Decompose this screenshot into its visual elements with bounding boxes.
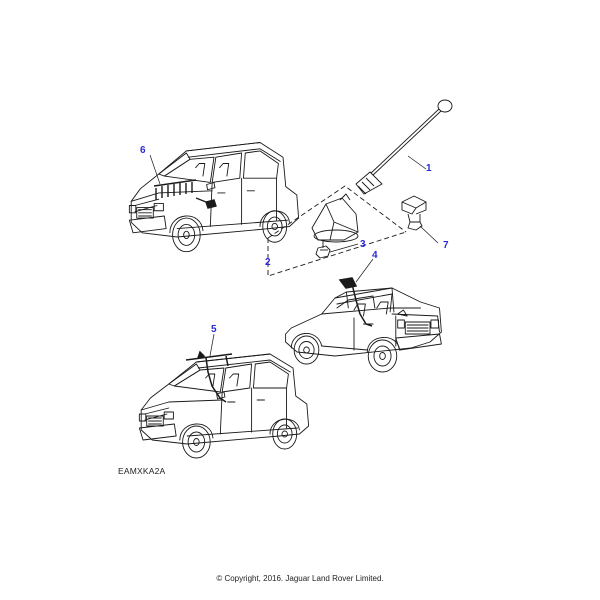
harness-4 [338,277,373,327]
leader-lines [149,154,439,357]
vehicle-view-roof-harness [285,277,442,373]
antenna-clip [401,195,427,231]
callout-5: 5 [211,324,217,335]
harness-6 [153,179,217,209]
callout-7: 7 [443,240,449,251]
callout-2: 2 [265,257,271,268]
callout-1: 1 [426,163,432,174]
antenna-assembly [267,99,453,277]
callout-6: 6 [140,145,146,156]
copyright-notice: © Copyright, 2016. Jaguar Land Rover Lim… [216,574,384,583]
antenna-mast [355,99,453,195]
figure-code: EAMXKA2A [118,466,166,476]
harness-5 [185,350,233,403]
callout-3: 3 [360,239,366,250]
antenna-base [311,193,359,243]
vehicle-view-roof-harness-hardtop [138,350,310,459]
antenna-nut [315,240,331,259]
vehicle-view-rear-harness [128,142,300,253]
callout-4: 4 [372,250,378,261]
